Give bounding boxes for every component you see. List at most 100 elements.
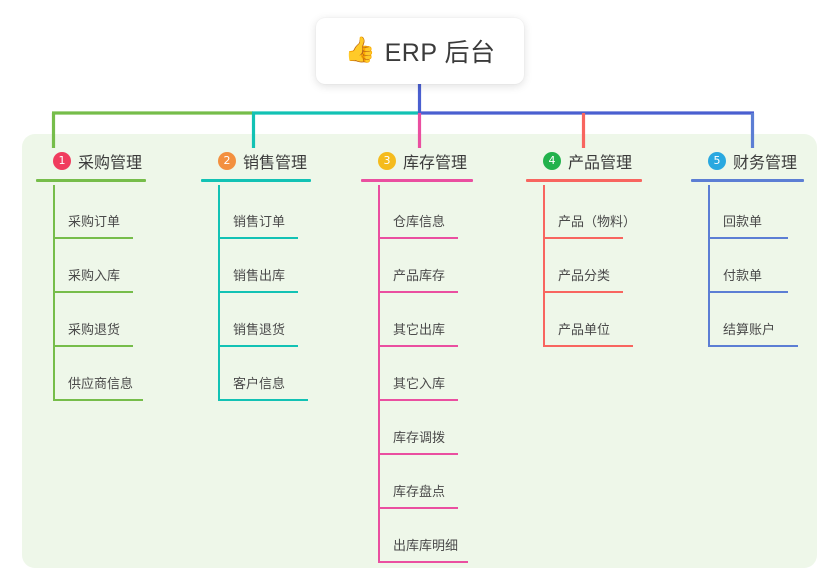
leaf-node-label: 库存调拨 (393, 430, 446, 445)
leaf-node[interactable]: 产品（物料） (526, 185, 691, 239)
column-items: 销售订单销售出库销售退货客户信息 (201, 185, 361, 401)
leaf-node-label: 供应商信息 (68, 376, 134, 391)
leaf-node[interactable]: 库存调拨 (361, 401, 526, 455)
leaf-node-label: 销售退货 (233, 322, 286, 337)
column-header-财务管理[interactable]: 5 财务管理 (691, 148, 821, 174)
leaf-node[interactable]: 采购入库 (36, 239, 201, 293)
column-index-badge: 4 (543, 152, 561, 170)
leaf-node[interactable]: 产品分类 (526, 239, 691, 293)
leaf-node-label: 产品库存 (393, 268, 446, 283)
leaf-node[interactable]: 产品单位 (526, 293, 691, 347)
column-spine (378, 185, 380, 563)
column-title: 销售管理 (243, 155, 308, 172)
column-title: 产品管理 (568, 155, 633, 172)
column-header-rule (361, 179, 473, 182)
leaf-node[interactable]: 供应商信息 (36, 347, 201, 401)
column-spine (708, 185, 710, 347)
leaf-node[interactable]: 仓库信息 (361, 185, 526, 239)
leaf-node-label: 产品分类 (558, 268, 611, 283)
leaf-node-label: 产品单位 (558, 322, 611, 337)
leaf-node[interactable]: 付款单 (691, 239, 821, 293)
column-items: 仓库信息产品库存其它出库其它入库库存调拨库存盘点出库库明细 (361, 185, 526, 563)
leaf-node-rule (378, 237, 458, 239)
leaf-node-rule (218, 399, 308, 401)
leaf-node[interactable]: 销售出库 (201, 239, 361, 293)
leaf-node-rule (543, 345, 633, 347)
leaf-node-rule (708, 291, 788, 293)
column-index-badge: 5 (708, 152, 726, 170)
leaf-node[interactable]: 产品库存 (361, 239, 526, 293)
leaf-node-rule (378, 561, 468, 563)
leaf-node-label: 采购订单 (68, 214, 121, 229)
leaf-node[interactable]: 出库库明细 (361, 509, 526, 563)
leaf-node[interactable]: 其它入库 (361, 347, 526, 401)
leaf-node-rule (378, 507, 458, 509)
leaf-node-label: 回款单 (723, 214, 763, 229)
leaf-node-rule (378, 399, 458, 401)
column-header-rule (526, 179, 642, 182)
leaf-node-rule (378, 345, 458, 347)
leaf-node-label: 其它出库 (393, 322, 446, 337)
leaf-node-label: 付款单 (723, 268, 763, 283)
leaf-node-label: 客户信息 (233, 376, 286, 391)
leaf-node[interactable]: 库存盘点 (361, 455, 526, 509)
diagram-panel (22, 134, 817, 568)
column-header-产品管理[interactable]: 4 产品管理 (526, 148, 691, 174)
leaf-node-rule (543, 237, 623, 239)
leaf-node-rule (53, 237, 133, 239)
column-title: 财务管理 (733, 155, 798, 172)
leaf-node-rule (378, 291, 458, 293)
column-产品管理: 4 产品管理产品（物料） 产品分类产品单位 (526, 148, 691, 347)
leaf-node[interactable]: 销售订单 (201, 185, 361, 239)
column-spine (53, 185, 55, 401)
column-财务管理: 5 财务管理回款单付款单结算账户 (691, 148, 821, 347)
leaf-node-label: 采购入库 (68, 268, 121, 283)
leaf-node-label: 仓库信息 (393, 214, 446, 229)
leaf-node-rule (218, 291, 298, 293)
leaf-node-rule (218, 237, 298, 239)
column-销售管理: 2 销售管理销售订单销售出库销售退货客户信息 (201, 148, 361, 401)
column-index-badge: 1 (53, 152, 71, 170)
leaf-node-label: 销售订单 (233, 214, 286, 229)
leaf-node-rule (53, 399, 143, 401)
column-items: 产品（物料） 产品分类产品单位 (526, 185, 691, 347)
column-items: 采购订单采购入库采购退货供应商信息 (36, 185, 201, 401)
leaf-node-label: 其它入库 (393, 376, 446, 391)
column-title: 采购管理 (78, 155, 143, 172)
leaf-node[interactable]: 回款单 (691, 185, 821, 239)
column-header-销售管理[interactable]: 2 销售管理 (201, 148, 361, 174)
leaf-node-rule (53, 291, 133, 293)
root-node-title: ERP 后台 (384, 39, 496, 67)
leaf-node-rule (378, 453, 458, 455)
leaf-node-label: 采购退货 (68, 322, 121, 337)
leaf-node-label: 结算账户 (723, 322, 776, 337)
leaf-node-label: 销售出库 (233, 268, 286, 283)
leaf-node[interactable]: 采购订单 (36, 185, 201, 239)
leaf-node[interactable]: 采购退货 (36, 293, 201, 347)
leaf-node[interactable]: 客户信息 (201, 347, 361, 401)
leaf-node-rule (218, 345, 298, 347)
column-header-rule (36, 179, 146, 182)
leaf-node[interactable]: 结算账户 (691, 293, 821, 347)
column-index-badge: 2 (218, 152, 236, 170)
column-spine (543, 185, 545, 347)
column-title: 库存管理 (403, 155, 468, 172)
leaf-node-label: 库存盘点 (393, 484, 446, 499)
leaf-node-rule (53, 345, 133, 347)
leaf-node-label: 出库库明细 (393, 538, 459, 553)
leaf-node-rule (708, 345, 798, 347)
leaf-node[interactable]: 销售退货 (201, 293, 361, 347)
column-spine (218, 185, 220, 401)
column-items: 回款单付款单结算账户 (691, 185, 821, 347)
column-header-rule (691, 179, 804, 182)
root-node-erp-backend[interactable]: 👍 ERP 后台 (316, 18, 524, 84)
column-header-采购管理[interactable]: 1 采购管理 (36, 148, 201, 174)
leaf-node-rule (708, 237, 788, 239)
leaf-node-label: 产品（物料） (558, 214, 637, 229)
column-header-rule (201, 179, 311, 182)
leaf-node-rule (543, 291, 623, 293)
column-采购管理: 1 采购管理采购订单采购入库采购退货供应商信息 (36, 148, 201, 401)
leaf-node[interactable]: 其它出库 (361, 293, 526, 347)
